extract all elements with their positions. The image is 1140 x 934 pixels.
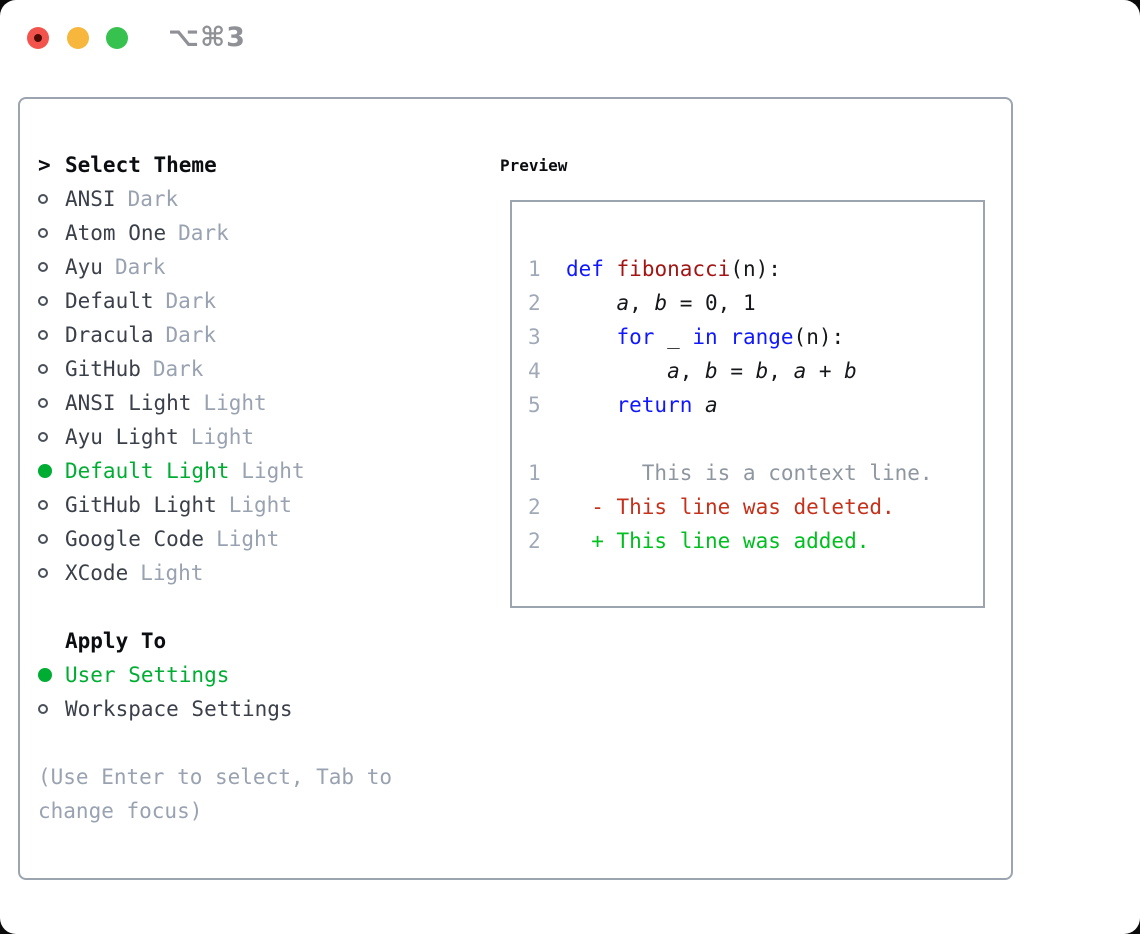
titlebar: ⌥⌘3: [0, 0, 1140, 97]
apply-option-workspace-settings[interactable]: Workspace Settings: [38, 692, 500, 726]
minimize-button[interactable]: [67, 27, 89, 49]
radio-unselected-icon: [38, 500, 48, 510]
apply-to-title-row: Apply To: [38, 624, 500, 658]
theme-option-atom-one[interactable]: Atom One Dark: [38, 216, 500, 250]
theme-variant-label: Dark: [165, 323, 217, 347]
theme-option-xcode[interactable]: XCode Light: [38, 556, 500, 590]
code-line: 2 a, b = 0, 1: [528, 286, 983, 320]
code-line: 2 - This line was deleted.: [528, 490, 983, 524]
option-label: Ayu: [65, 255, 103, 279]
code-line: 3 for _ in range(n):: [528, 320, 983, 354]
radio-unselected-icon: [38, 398, 48, 408]
radio-unselected-icon: [38, 534, 48, 544]
option-label: XCode: [65, 561, 129, 585]
option-label: Google Code: [65, 527, 205, 551]
theme-variant-label: Light: [190, 425, 255, 449]
option-label: Dracula: [65, 323, 154, 347]
radio-selected-icon: [38, 668, 52, 682]
option-label: ANSI Light: [65, 391, 192, 415]
keyboard-shortcut-label: ⌥⌘3: [168, 22, 246, 53]
theme-variant-label: Dark: [127, 187, 179, 211]
option-label: Workspace Settings: [65, 697, 293, 721]
radio-unselected-icon: [38, 432, 48, 442]
option-label: Default: [65, 289, 154, 313]
theme-picker-title-row: > Select Theme: [38, 148, 500, 182]
theme-variant-label: Dark: [178, 221, 229, 245]
line-number: 2: [528, 291, 541, 315]
theme-variant-label: Light: [203, 391, 267, 415]
apply-to-title: Apply To: [65, 629, 167, 653]
radio-unselected-icon: [38, 568, 48, 578]
theme-variant-label: Light: [241, 459, 305, 483]
option-label: Atom One: [65, 221, 167, 245]
option-label: Ayu Light: [65, 425, 179, 449]
close-button[interactable]: [27, 27, 49, 49]
radio-unselected-icon: [38, 364, 48, 374]
line-number: 4: [528, 359, 541, 383]
zoom-button[interactable]: [106, 27, 128, 49]
option-label: ANSI: [65, 187, 116, 211]
option-label: Default Light: [65, 459, 230, 483]
theme-option-ayu[interactable]: Ayu Dark: [38, 250, 500, 284]
apply-option-user-settings[interactable]: User Settings: [38, 658, 500, 692]
theme-variant-label: Dark: [152, 357, 204, 381]
radio-unselected-icon: [38, 704, 48, 714]
theme-option-ansi-light[interactable]: ANSI Light Light: [38, 386, 500, 420]
help-text: (Use Enter to select, Tab to change focu…: [38, 765, 393, 823]
line-number: 3: [528, 325, 541, 349]
theme-option-ayu-light[interactable]: Ayu Light Light: [38, 420, 500, 454]
theme-option-github-light[interactable]: GitHub Light Light: [38, 488, 500, 522]
theme-option-dracula[interactable]: Dracula Dark: [38, 318, 500, 352]
radio-unselected-icon: [38, 296, 48, 306]
theme-variant-label: Light: [228, 493, 292, 517]
theme-option-default-light[interactable]: Default Light Light: [38, 454, 500, 488]
radio-unselected-icon: [38, 262, 48, 272]
code-line: 1 This is a context line.: [528, 456, 983, 490]
theme-variant-label: Dark: [165, 289, 217, 313]
code-line: 1 def fibonacci(n):: [528, 252, 983, 286]
line-number: 1: [528, 257, 541, 281]
code-line: [528, 422, 983, 456]
line-number: 2: [528, 495, 541, 519]
theme-picker-title: Select Theme: [65, 153, 217, 177]
line-number: 2: [528, 529, 541, 553]
radio-unselected-icon: [38, 228, 48, 238]
theme-option-ansi[interactable]: ANSI Dark: [38, 182, 500, 216]
prompt-caret: >: [38, 153, 51, 177]
theme-variant-label: Dark: [114, 255, 166, 279]
code-line: 4 a, b = b, a + b: [528, 354, 983, 388]
option-label: GitHub: [65, 357, 141, 381]
radio-selected-icon: [38, 464, 52, 478]
code-line: 2 + This line was added.: [528, 524, 983, 558]
option-label: GitHub Light: [65, 493, 217, 517]
radio-unselected-icon: [38, 330, 48, 340]
theme-option-github[interactable]: GitHub Dark: [38, 352, 500, 386]
preview-panel: Preview 1 def fibonacci(n):2 a, b = 0, 1…: [500, 148, 987, 878]
radio-unselected-icon: [38, 194, 48, 204]
theme-option-default[interactable]: Default Dark: [38, 284, 500, 318]
preview-title: Preview: [500, 155, 568, 175]
line-number: 1: [528, 461, 541, 485]
theme-variant-label: Light: [216, 527, 280, 551]
theme-variant-label: Light: [140, 561, 204, 585]
line-number: 5: [528, 393, 541, 417]
theme-option-google-code[interactable]: Google Code Light: [38, 522, 500, 556]
code-line: 5 return a: [528, 388, 983, 422]
option-label: User Settings: [65, 663, 230, 687]
